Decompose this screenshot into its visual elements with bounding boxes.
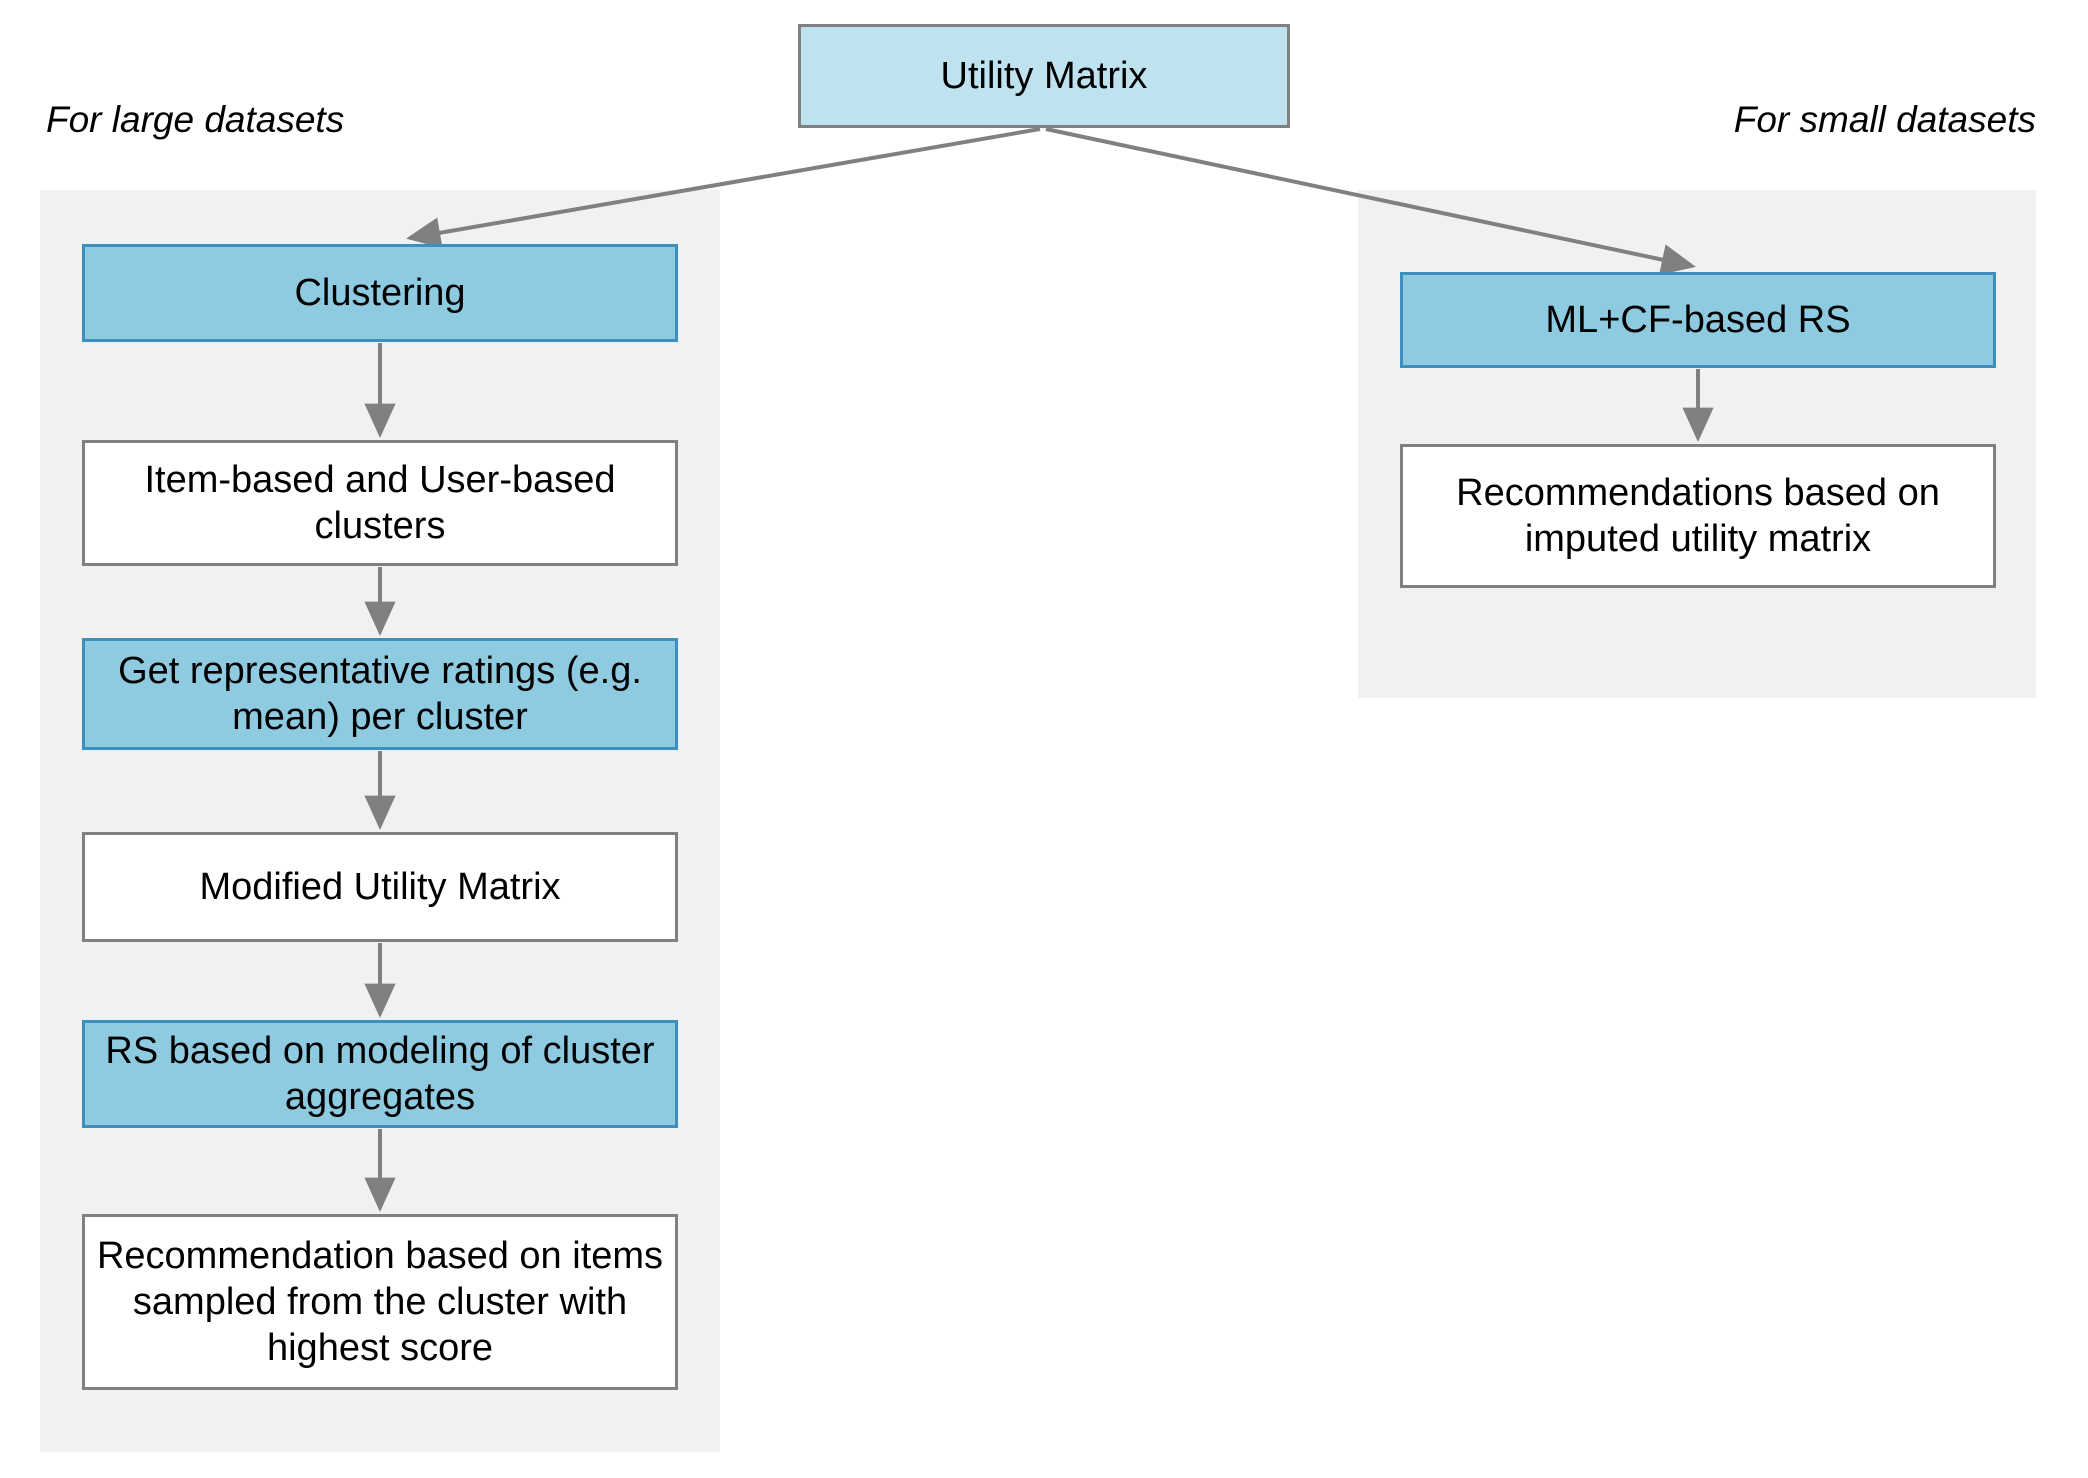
node-get-representative-ratings[interactable]: Get representative ratings (e.g. mean) p…: [82, 638, 678, 750]
node-item-and-user-based-clusters[interactable]: Item-based and User-based clusters: [82, 440, 678, 566]
node-modified-utility-matrix[interactable]: Modified Utility Matrix: [82, 832, 678, 942]
node-recommendation-from-highest-score-cluster[interactable]: Recommendation based on items sampled fr…: [82, 1214, 678, 1390]
node-rs-based-on-modeling-of-cluster-aggregates[interactable]: RS based on modeling of cluster aggregat…: [82, 1020, 678, 1128]
panel-label-small-datasets: For small datasets: [1733, 99, 2036, 140]
node-clustering[interactable]: Clustering: [82, 244, 678, 342]
panel-label-large-datasets: For large datasets: [46, 99, 345, 140]
node-recommendations-imputed-utility-matrix[interactable]: Recommendations based on imputed utility…: [1400, 444, 1996, 588]
node-utility-matrix[interactable]: Utility Matrix: [798, 24, 1290, 128]
node-ml-cf-based-rs[interactable]: ML+CF-based RS: [1400, 272, 1996, 368]
